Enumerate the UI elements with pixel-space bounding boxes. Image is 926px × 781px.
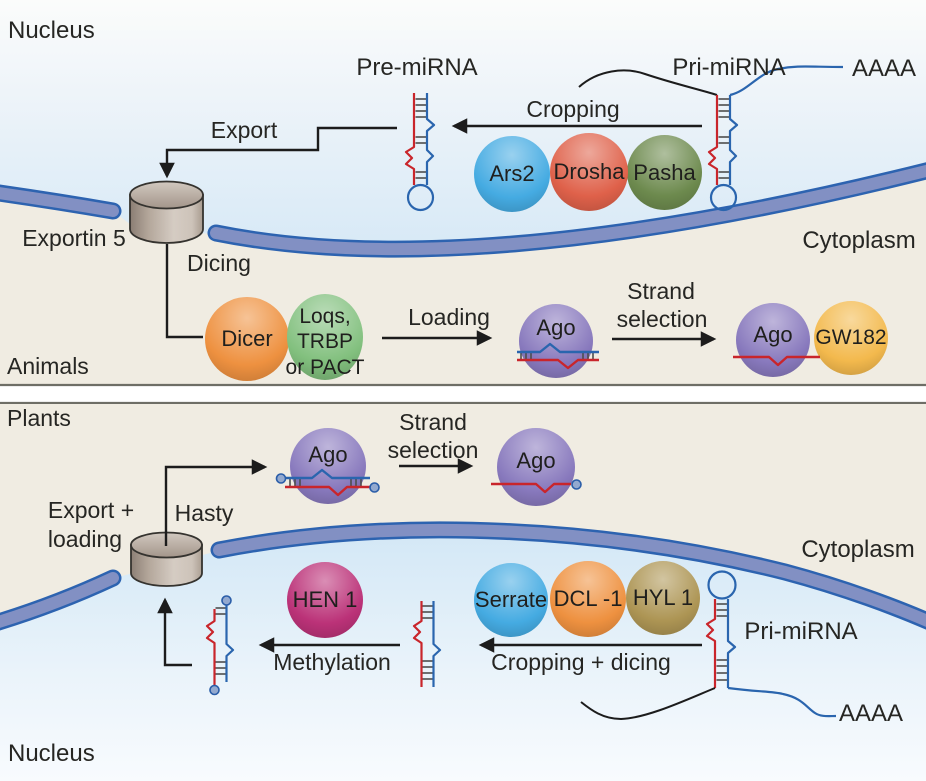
cropping-dicing-label: Cropping + dicing [491, 649, 671, 675]
exportin5-label: Exportin 5 [22, 225, 126, 251]
plant-pri-mirna-label: Pri-miRNA [744, 618, 858, 645]
plant-nuclear-membrane [0, 521, 926, 631]
plant-arrows [157, 458, 702, 667]
export-loading-label-line1: Export + [47, 497, 135, 523]
methyl-mark-icon [209, 684, 220, 696]
plant-polya-label: AAAA [838, 700, 904, 727]
ago-label: Ago [536, 315, 576, 341]
ago-protein-selected: Ago [736, 303, 810, 377]
to-pore-arrow [157, 597, 192, 667]
hasty-export-arrow [164, 459, 268, 546]
mirna-duplex-icon [412, 601, 442, 687]
animal-nuclear-membrane [0, 162, 926, 258]
export-loading-label-line2: loading [47, 526, 123, 552]
hasty-label: Hasty [174, 500, 234, 526]
animal-nucleus-label: Nucleus [8, 17, 95, 44]
hen1-label: HEN 1 [292, 587, 358, 613]
hyl1-protein: HYL 1 [626, 561, 700, 635]
plants-section-label: Plants [7, 405, 71, 431]
loqs-label-line2: TRBP [296, 330, 353, 354]
drosha-protein: Drosha [550, 133, 628, 211]
loading-label: Loading [408, 304, 490, 330]
loqs-label-line1: Loqs, [299, 304, 351, 328]
cropping-label: Cropping [526, 96, 620, 122]
gw182-label: GW182 [815, 325, 887, 349]
plant-pri-mirna-icon [580, 570, 837, 720]
plant-strand-selection-label-line1: Strand [399, 409, 467, 435]
plant-nucleus-label: Nucleus [8, 740, 95, 767]
exportin5-pore-icon [129, 180, 204, 244]
dicer-protein: Dicer [205, 297, 289, 381]
serrate-label: Serrate [474, 587, 548, 613]
ars2-protein: Ars2 [474, 136, 550, 212]
export-arrow [159, 126, 397, 179]
animal-strand-selection-label-line2: selection [616, 306, 708, 332]
animal-cytoplasm-label: Cytoplasm [802, 227, 916, 254]
methylated-duplex-icon [205, 595, 235, 696]
loqs-label-line3: or PACT [285, 355, 365, 379]
gw182-protein: GW182 [814, 301, 888, 375]
dcl1-protein: DCL -1 [550, 561, 626, 637]
plant-cytoplasm-label: Cytoplasm [801, 536, 915, 563]
animal-pri-mirna-label: Pri-miRNA [672, 54, 786, 81]
animals-section-label: Animals [7, 353, 89, 379]
animal-strand-selection-label-line1: Strand [627, 278, 695, 304]
hen1-protein: HEN 1 [287, 562, 363, 638]
plant-ago-protein-selected: Ago [497, 428, 575, 506]
hyl1-label: HYL 1 [632, 585, 694, 611]
export-label: Export [210, 117, 278, 143]
animal-polya-label: AAAA [851, 55, 917, 82]
animal-arrows [159, 118, 717, 347]
pasha-protein: Pasha [627, 135, 702, 210]
ago-label: Ago [516, 448, 556, 474]
ars2-label: Ars2 [489, 161, 535, 187]
animal-pri-mirna-icon [578, 65, 844, 212]
dicing-connector [165, 244, 203, 339]
pre-mirna-label: Pre-miRNA [356, 54, 478, 81]
dicing-label: Dicing [187, 250, 251, 276]
serrate-protein: Serrate [474, 563, 548, 637]
plant-ago-protein-loaded: Ago [290, 428, 366, 504]
loqs-trbp-pact-protein: Loqs, TRBP or PACT [285, 294, 365, 380]
pasha-label: Pasha [633, 159, 696, 185]
methylation-label: Methylation [273, 649, 391, 675]
ago-label: Ago [753, 322, 793, 348]
pre-mirna-hairpin-icon [404, 93, 436, 212]
dcl1-label: DCL -1 [553, 586, 623, 612]
dicer-label: Dicer [221, 326, 273, 352]
plant-strand-selection-label-line2: selection [387, 437, 479, 463]
ago-protein-loaded: Ago [519, 304, 593, 378]
ago-label: Ago [308, 442, 348, 468]
methyl-mark-icon [221, 595, 232, 606]
drosha-label: Drosha [553, 159, 625, 185]
section-divider [0, 383, 926, 405]
